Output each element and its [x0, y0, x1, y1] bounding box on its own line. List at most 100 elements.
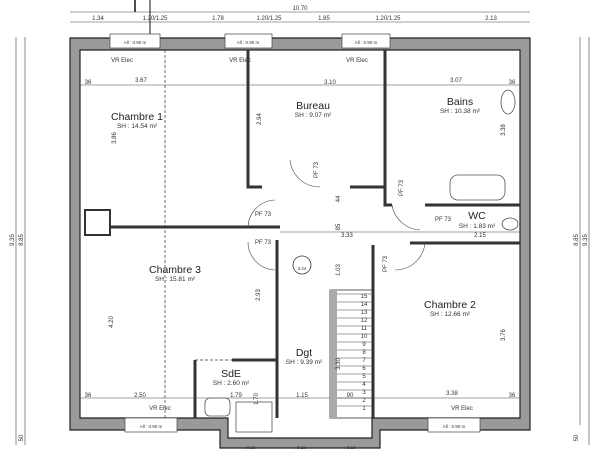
stair-step-number: 2: [362, 398, 366, 404]
dim: 1.78: [212, 16, 224, 22]
window-label: : 0.10: [344, 445, 356, 450]
dim: 9.35: [10, 234, 16, 246]
window-label: All : 0.90 m: [124, 40, 147, 45]
door-label: PF 73: [314, 161, 320, 178]
stair-step-number: 15: [361, 294, 368, 300]
dimension-label: 85: [336, 223, 342, 230]
room-name: Chambre 1: [111, 111, 163, 123]
stair-step-number: 9: [362, 342, 366, 348]
dimension-label: 2.93: [256, 289, 262, 301]
dim: 1.85: [318, 16, 330, 22]
dimension-label: 36: [85, 393, 92, 399]
dimension-label: 1.15: [296, 393, 308, 399]
room-labels: Chambre 1 SH : 14.54 m² Bureau SH : 9.07…: [111, 96, 496, 387]
stair-step-number: 8: [362, 350, 366, 356]
room-area: SH : 10.38 m²: [440, 108, 481, 115]
dimension-label: 44: [336, 195, 342, 202]
shower: [235, 401, 273, 433]
room-area: SH : 1.83 m²: [459, 223, 496, 230]
room-area: SH : 2.60 m²: [213, 380, 250, 387]
sink: [204, 397, 231, 417]
windows: All : 0.90 m All : 0.90 m All : 0.90 m A…: [109, 33, 481, 450]
door-label: PF 73: [399, 179, 405, 196]
dimension-label: 3.07: [450, 78, 462, 84]
dimension-label: 3.30: [336, 358, 342, 370]
doors: PF 73 PF 73 PF 73 PF 73 PF 73 PF 73: [247, 159, 452, 272]
dimension-label: 1.70: [254, 393, 260, 405]
dim: 1.34: [92, 16, 104, 22]
room-name: SdE: [221, 368, 241, 380]
door-label: PF 73: [255, 212, 272, 218]
dim: 8.85: [19, 234, 25, 246]
dimension-label: 90: [347, 393, 354, 399]
window-label: All : 0.90 m: [443, 424, 466, 429]
dimension-label: 3.38: [446, 391, 458, 397]
room-area: SH : 12.66 m²: [430, 311, 471, 318]
dimension-label: 36: [85, 80, 92, 86]
window-label: All : 0.90 m: [237, 40, 260, 45]
dim: 50: [19, 434, 25, 441]
room-name: Chambre 3: [149, 264, 201, 276]
dimension-label: 2.94: [257, 113, 263, 125]
dim: 2.13: [485, 16, 497, 22]
level-marker: [292, 255, 312, 275]
fixtures: 3.24: [204, 89, 519, 433]
stair-step-number: 13: [361, 310, 368, 316]
shutter-label: VR Elec: [111, 58, 133, 64]
dim: 1.20/1.25: [142, 16, 168, 22]
stair-step-number: 11: [361, 326, 368, 332]
dimension-label: 2.50: [134, 393, 146, 399]
interior-dimensions: 3.67 3.10 3.07 36 3.86 2.94 3.38 4.20 2.93 3.76 3.…: [85, 78, 516, 405]
stair-step-number: 7: [362, 358, 366, 364]
stair-step-number: 5: [362, 374, 366, 380]
room-area: SH : 9.07 m²: [295, 112, 332, 119]
door-label: PF 73: [435, 217, 452, 223]
toilet: [501, 217, 519, 231]
sink: [500, 89, 516, 115]
room-name: Dgt: [296, 347, 312, 359]
door-label: PF 73: [383, 255, 389, 272]
dimension-label: 1.79: [230, 393, 242, 399]
dimension-label: 3.67: [135, 78, 147, 84]
dim: 50: [574, 434, 580, 441]
room-name: Chambre 2: [424, 299, 476, 311]
overall-width: 10.70: [292, 6, 308, 12]
window-label: All : 0.90 m: [355, 40, 378, 45]
door-label: PF 73: [255, 240, 272, 246]
shutter-label: VR Elec: [346, 58, 368, 64]
window-label: All : 0.90 m: [140, 424, 163, 429]
room-name: Bains: [447, 96, 473, 108]
dimension-label: 1.03: [336, 264, 342, 276]
level-marker-label: 3.24: [298, 266, 307, 271]
dimension-label: 3.76: [501, 329, 507, 341]
stair-step-number: 12: [361, 318, 368, 324]
room-name: Bureau: [296, 100, 330, 112]
stair-step-number: 4: [362, 382, 366, 388]
dimension-label: 4.20: [109, 316, 115, 328]
window-label: : 0.10: [294, 445, 306, 450]
window-label: : 0.10: [244, 445, 256, 450]
side-dimensions: 9.35 8.85 50 8.85 9.35 50: [10, 37, 590, 445]
room-area: SH : 14.54 m²: [117, 123, 158, 130]
dim: 1.20/1.25: [375, 16, 401, 22]
dimension-label: 36: [509, 393, 516, 399]
stair-step-number: 14: [361, 302, 368, 308]
top-dimensions: 10.70 1.34 1.20/1.25 1.78 1.20/1.25 1.85…: [70, 0, 530, 40]
dim: 9.35: [583, 234, 589, 246]
shutter-label: VR Elec: [149, 406, 171, 412]
dimension-label: 2.15: [474, 233, 486, 239]
shutter-label: VR Elec: [229, 58, 251, 64]
stair-step-number: 1: [362, 406, 366, 412]
shutter-label: VR Elec: [451, 406, 473, 412]
dimension-label: 3.10: [324, 80, 336, 86]
dimension-label: 3.38: [501, 124, 507, 136]
dim: 1.20/1.25: [256, 16, 282, 22]
dimension-label: 3.33: [341, 233, 353, 239]
dimension-label: 3.86: [112, 132, 118, 144]
stair-step-number: 3: [362, 390, 366, 396]
room-area: SH : 15.81 m²: [155, 276, 196, 283]
room-area: SH : 9.39 m²: [286, 359, 323, 366]
dim: 8.85: [574, 234, 580, 246]
